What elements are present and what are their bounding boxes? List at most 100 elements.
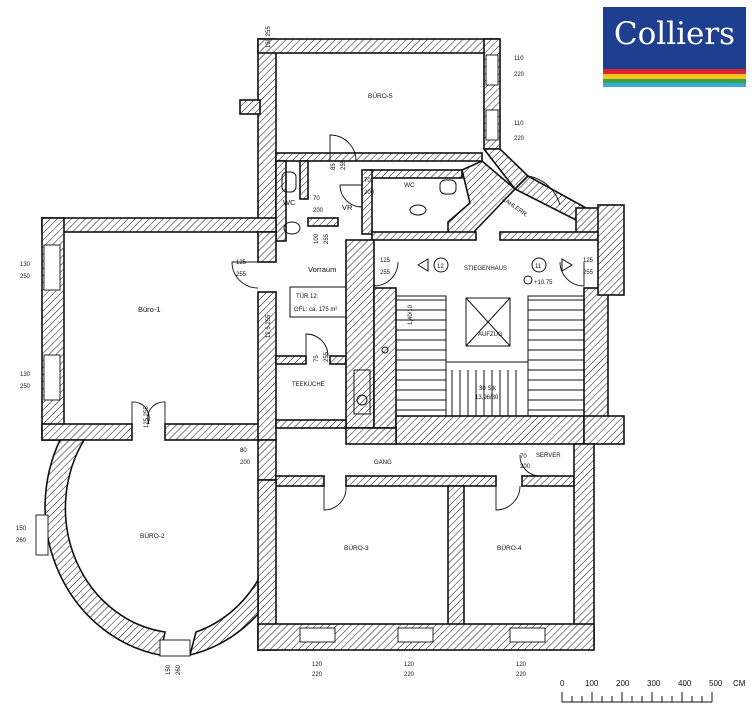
dimensions: 110 220 110 220 130 250 130 250 125 255 … (16, 26, 594, 678)
label-buero5: BÜRO-5 (368, 92, 393, 100)
dim-b5-w2-bot: 220 (514, 136, 525, 142)
door-stair-right (559, 261, 585, 287)
dim-b2-bottom-window: 150 (166, 664, 172, 675)
dim-vorraum-door: 100 (314, 233, 320, 244)
stair-treads (396, 299, 584, 416)
dim-stair-r-bot: 255 (583, 270, 594, 276)
dim-gang-top: 80 (240, 448, 247, 454)
logo-stripe-sky (603, 83, 746, 87)
wc-toilet-left (281, 171, 297, 193)
dim-b3-w2-bot: 220 (404, 672, 415, 678)
dim-vertical-2: 12 5 255 (266, 314, 272, 338)
wall-gang-bottom-a (275, 475, 325, 487)
wall-wc2-left (361, 169, 373, 235)
wall-b5-top (257, 38, 499, 54)
door-b4 (495, 485, 521, 511)
windows (35, 54, 546, 657)
dim-b2-door: 125 255 (144, 406, 150, 428)
scale-label-500: 500 (709, 679, 723, 688)
wall-stair-right (583, 287, 609, 429)
dim-b2-w-top: 150 (16, 526, 27, 532)
dim-b1-door-top: 125 (236, 260, 247, 266)
wall-stair-left (373, 287, 397, 429)
dim-b2-w-bot: 260 (16, 538, 27, 544)
logo-stripe-green (603, 79, 746, 83)
marker-arrow-left (417, 258, 429, 272)
label-stair-steps: 30 Stk (479, 386, 497, 392)
staircase (395, 295, 585, 417)
label-gang: GANG (374, 460, 392, 466)
elevator (465, 297, 511, 347)
door-vr (339, 184, 363, 208)
marker-arrow-right (561, 258, 573, 272)
window-b5-1 (485, 54, 499, 86)
fixtures (281, 171, 457, 415)
wall-stair-bottom-right (583, 415, 625, 445)
door-server (519, 454, 541, 477)
window-b4-1 (509, 627, 546, 643)
wall-stair-bottom-left (345, 427, 397, 445)
dim-b3-w1-top: 120 (312, 662, 323, 668)
scale-bar: 0 100 200 300 400 500 CM (560, 679, 746, 703)
window-b2-2 (159, 639, 191, 657)
window-b1-2 (43, 354, 61, 401)
dim-server-top: 70 (520, 454, 527, 460)
wall-b1-right-top (257, 231, 277, 263)
dim-vr-bot: 200 (364, 190, 375, 196)
wall-gang-bottom-c (521, 475, 575, 487)
dim-wc-bot: 200 (313, 208, 324, 214)
label-stair-dim: 13,96/30 (475, 395, 499, 401)
scale-unit: CM (733, 679, 746, 688)
dim-stair-l-top: 125 (380, 258, 391, 264)
dim-b2-bottom-window-h: 260 (176, 664, 182, 675)
wall-b5-left (257, 38, 277, 235)
dim-b4-w-bot: 220 (516, 672, 527, 678)
walls (41, 38, 625, 657)
marker-12: 12 (437, 264, 444, 270)
info-box (289, 286, 347, 318)
colliers-logo: Colliers (603, 7, 746, 87)
dim-stair-r-top: 125 (583, 258, 594, 264)
dim-b1-w2-top: 130 (20, 372, 31, 378)
label-teekueche: TEEKÜCHE (292, 381, 325, 388)
kitchen-counter (353, 369, 371, 415)
door-stair-left (373, 261, 399, 287)
wall-wc-mid (299, 160, 309, 200)
info-line1: TÜR 12: (296, 293, 319, 300)
dim-tk-door-h: 255 (324, 351, 330, 362)
dim-b5-door-h: 255 (341, 159, 347, 170)
wc-sink-left (283, 221, 301, 235)
label-buero4: BÜRO-4 (497, 544, 522, 552)
door-zaehler (527, 175, 561, 206)
kitchen-sink (356, 394, 368, 406)
wall-b3-b4 (447, 485, 465, 627)
wall-b1-bottom-right (164, 423, 274, 441)
label-server: SERVER (536, 453, 561, 459)
dim-b1-w2-bot: 250 (20, 384, 31, 390)
door-b3 (323, 485, 347, 511)
wall-b2-arc-right (188, 577, 259, 657)
dim-gang-bot: 200 (240, 460, 251, 466)
dim-b4-w-top: 120 (516, 662, 527, 668)
stair-landing (445, 361, 529, 417)
dim-vr-top: 70 (364, 178, 371, 184)
label-aufzug: AUFZUG (478, 332, 503, 338)
marker-circle-11 (531, 257, 547, 273)
label-stiegenhaus: STIEGENHAUS (464, 266, 507, 272)
wall-b1-bottom-left (41, 423, 133, 441)
dim-b5-w2-top: 110 (514, 121, 524, 127)
door-tk (305, 333, 329, 357)
dim-wc-top: 70 (313, 196, 320, 202)
dim-vorraum-door-h: 255 (324, 233, 330, 244)
dim-server-bot: 200 (520, 464, 531, 470)
wall-b1-top (41, 217, 277, 233)
stair-right-flight (527, 295, 585, 417)
dim-vertical-1: 150 255 (266, 26, 272, 48)
dim-stair-l-bot: 255 (380, 270, 391, 276)
label-zaehler: ZÄHLERR. (501, 196, 530, 219)
scale-label-100: 100 (585, 679, 599, 688)
wall-b5-stub (239, 99, 261, 115)
wall-wc-bottom (307, 217, 339, 227)
logo-text: Colliers (613, 16, 736, 52)
